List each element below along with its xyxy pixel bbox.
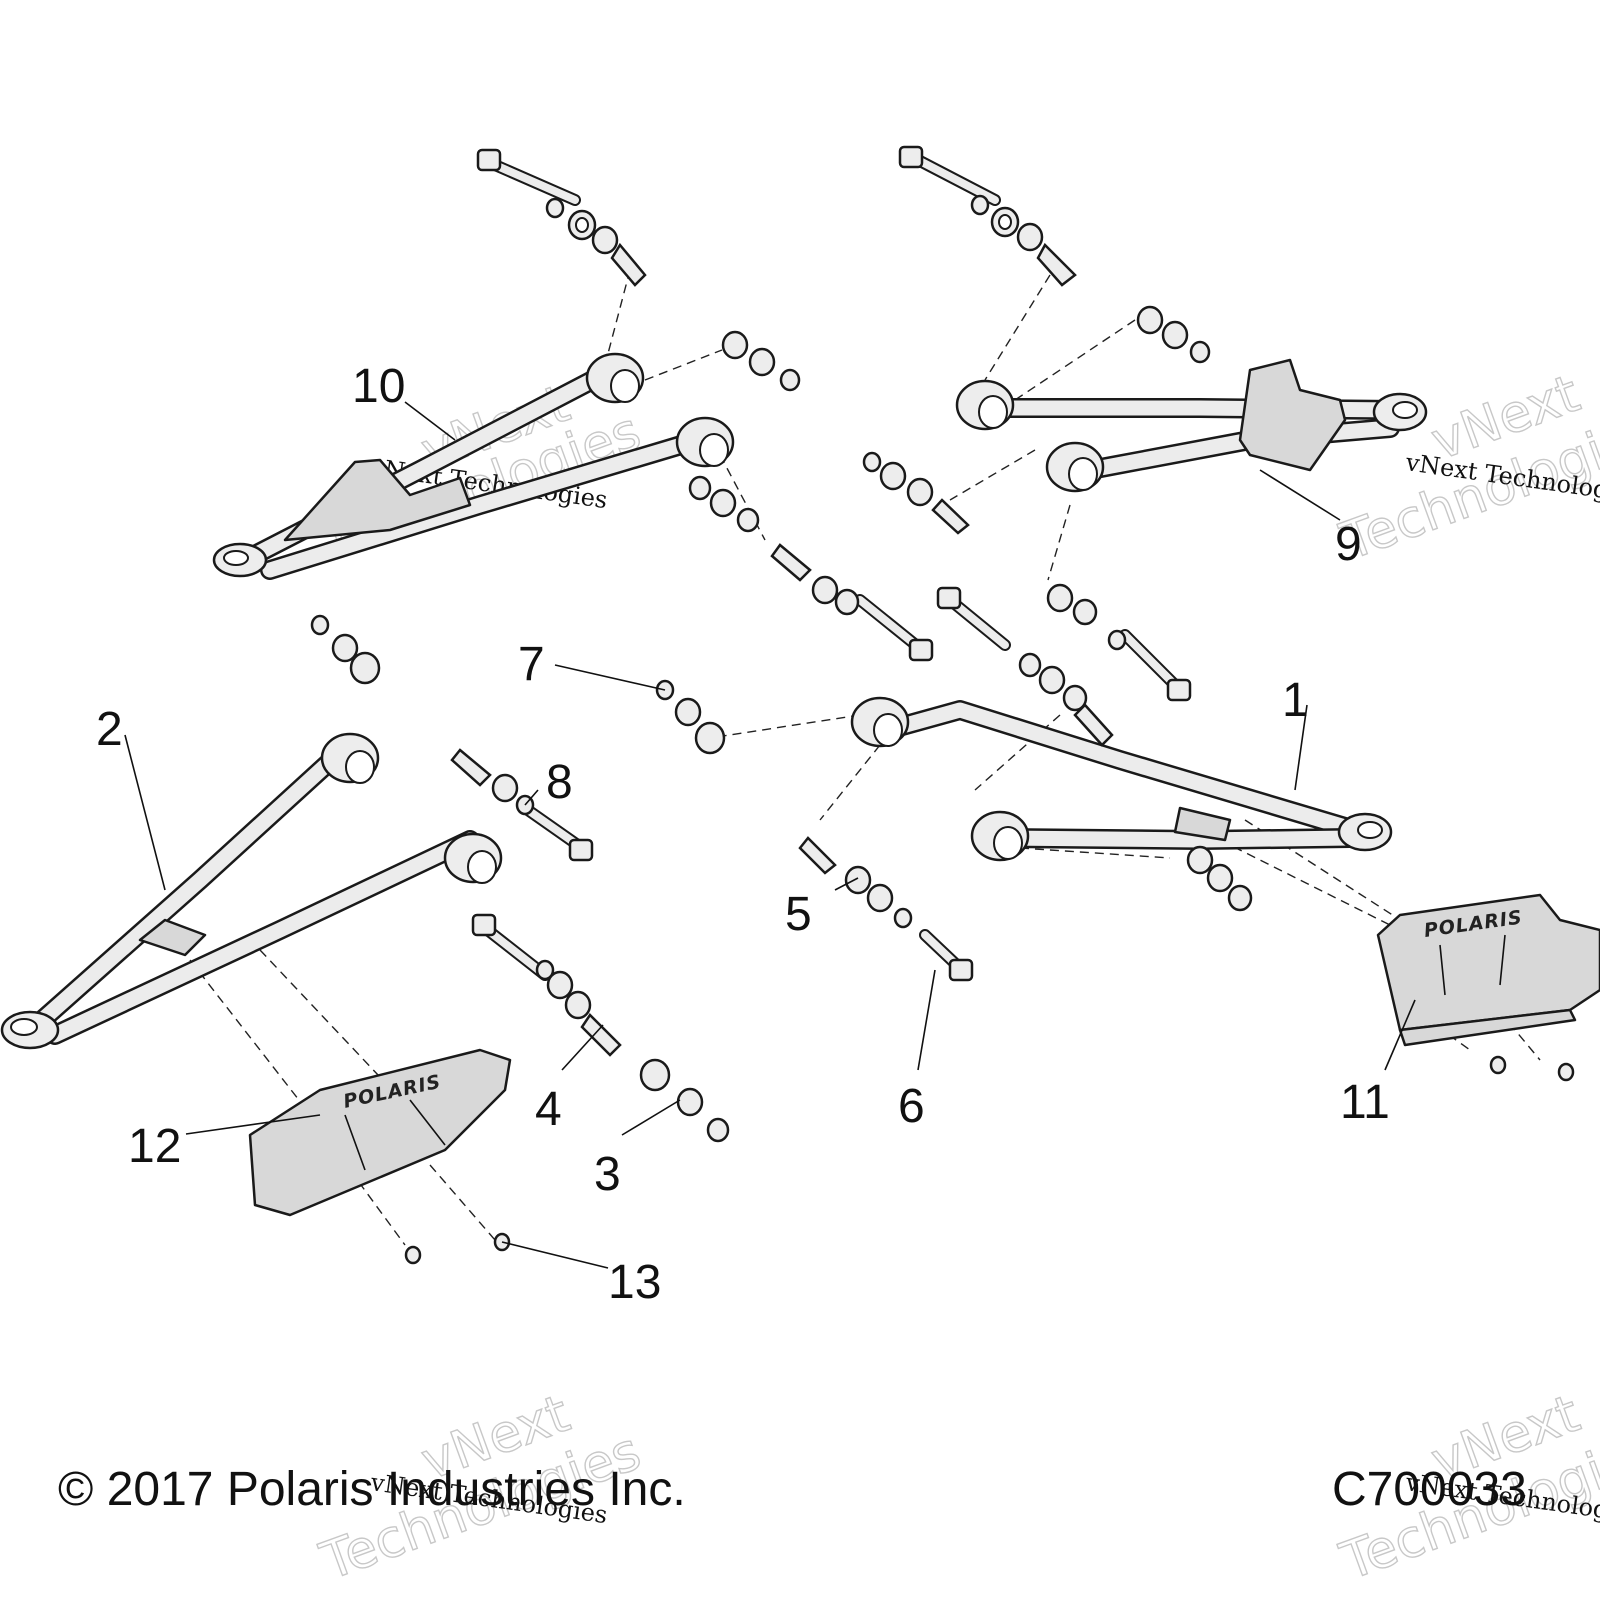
callout-9: 9 — [1335, 518, 1362, 571]
callout-6: 6 — [898, 1080, 925, 1133]
assembly-lines — [189, 269, 1541, 1246]
callout-7: 7 — [518, 638, 545, 691]
a-arm-lower-right — [850, 696, 1393, 862]
copyright-text: © 2017 Polaris Industries Inc. — [58, 1463, 686, 1516]
callout-13: 13 — [608, 1256, 661, 1309]
callout-2: 2 — [96, 703, 123, 756]
hardware — [310, 194, 1575, 1265]
skid-plate-left: POLARIS — [248, 1048, 512, 1217]
callout-11: 11 — [1340, 1076, 1390, 1129]
diagram-code: C700033 — [1332, 1463, 1527, 1516]
callout-5: 5 — [785, 888, 812, 941]
callout-4: 4 — [535, 1083, 562, 1136]
a-arm-upper-right — [955, 358, 1428, 493]
a-arm-lower-left — [0, 732, 503, 1050]
skid-plate-right: POLARIS — [1376, 893, 1600, 1047]
callout-8: 8 — [546, 756, 573, 809]
callout-10: 10 — [352, 360, 405, 413]
bolts — [471, 145, 1192, 982]
callout-1: 1 — [1282, 674, 1309, 727]
leader-lines — [124, 401, 1416, 1269]
callout-12: 12 — [128, 1120, 181, 1173]
a-arm-upper-left — [212, 352, 735, 580]
callouts: 1 2 3 4 5 6 7 8 9 10 11 12 13 — [96, 360, 1390, 1309]
callout-3: 3 — [594, 1148, 621, 1201]
